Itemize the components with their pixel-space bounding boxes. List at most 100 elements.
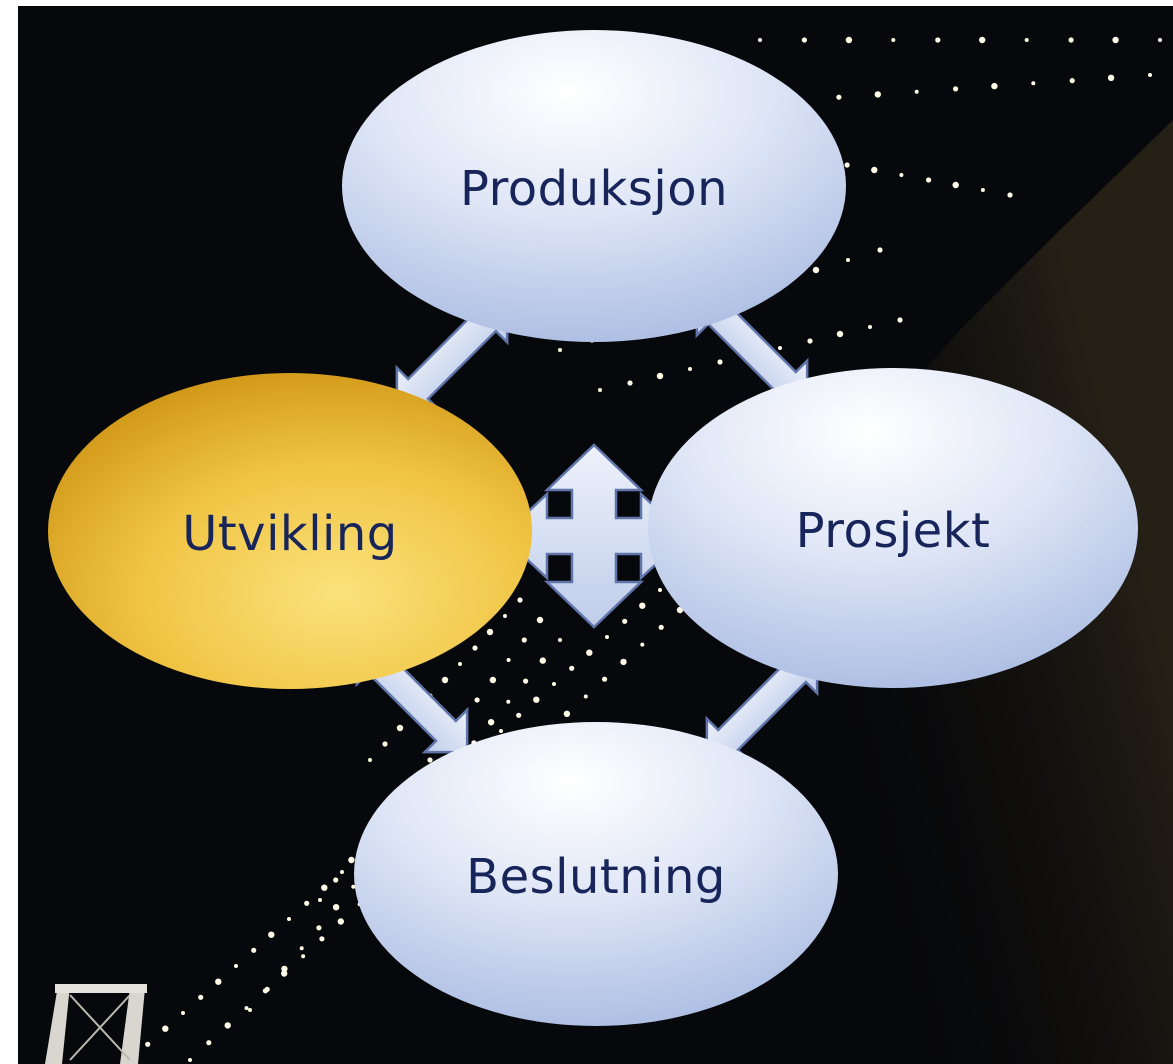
light-bulb: [234, 964, 238, 968]
light-bulb: [658, 588, 662, 592]
light-bulb: [552, 682, 556, 686]
light-bulb: [935, 37, 941, 43]
node-produksjon-shape: [342, 30, 846, 342]
light-bulb: [801, 37, 808, 43]
light-bulb: [845, 36, 853, 44]
light-bulb: [891, 38, 896, 42]
node-utvikling-label: Utvikling: [182, 506, 398, 562]
light-bulb: [583, 694, 588, 699]
light-bulb: [897, 317, 903, 323]
light-bulb: [506, 658, 511, 662]
light-bulb: [586, 649, 593, 656]
light-bulb: [521, 637, 527, 643]
node-beslutning: Beslutning: [354, 722, 838, 1026]
light-bulb: [558, 638, 562, 642]
light-bulb: [321, 884, 328, 891]
light-bulb: [533, 696, 540, 703]
light-bulb: [952, 181, 959, 189]
light-bulb: [472, 645, 478, 651]
light-bulb: [516, 712, 522, 718]
light-bulb: [281, 965, 288, 973]
light-bulb: [427, 757, 433, 763]
light-bulb: [188, 1058, 192, 1062]
light-bulb: [1068, 37, 1074, 43]
node-beslutning-label: Beslutning: [466, 849, 726, 905]
light-bulb: [215, 978, 222, 985]
node-produksjon: Produksjon: [342, 30, 846, 342]
light-bulb: [503, 614, 507, 618]
light-bulb: [348, 856, 355, 864]
light-bulb: [332, 904, 340, 911]
light-bulb: [639, 602, 646, 609]
light-bulb: [874, 91, 881, 98]
light-bulb: [871, 166, 878, 174]
light-bulb: [206, 1040, 212, 1046]
light-bulb: [758, 38, 762, 42]
light-bulb: [304, 900, 310, 906]
light-bulb: [622, 618, 628, 624]
light-bulb: [656, 372, 664, 380]
light-bulb: [1112, 36, 1119, 44]
light-bulb: [807, 338, 813, 344]
node-beslutning-shape: [354, 722, 838, 1026]
light-bulb: [181, 1011, 185, 1015]
light-bulb: [563, 710, 571, 717]
light-bulb: [499, 729, 503, 733]
light-bulb: [351, 884, 356, 889]
light-bulb: [248, 1008, 252, 1012]
node-utvikling: Utvikling: [48, 373, 532, 689]
light-bulb: [602, 676, 608, 682]
bridge-tower: [45, 984, 147, 1064]
light-bulb: [640, 642, 645, 647]
light-bulb: [396, 724, 404, 732]
light-bulb: [836, 330, 844, 338]
light-bulb: [1158, 38, 1162, 42]
light-bulb: [251, 947, 257, 953]
light-bulb: [333, 877, 339, 883]
light-bulb: [1107, 74, 1115, 82]
light-bulb: [264, 986, 270, 993]
light-bulb: [145, 1041, 151, 1047]
light-bulb: [244, 1006, 249, 1011]
light-bulb: [1007, 192, 1013, 198]
light-bulb: [517, 597, 523, 603]
node-produksjon-label: Produksjon: [460, 161, 728, 217]
light-bulb: [877, 247, 883, 253]
light-bulb: [268, 931, 275, 938]
light-bulb: [299, 946, 304, 951]
light-bulb: [1031, 81, 1036, 86]
light-bulb: [487, 719, 495, 726]
light-bulb: [926, 177, 932, 183]
light-bulb: [899, 173, 904, 177]
light-bulb: [489, 676, 497, 684]
light-bulb: [474, 697, 480, 703]
light-bulb: [605, 635, 609, 639]
light-bulb: [340, 870, 344, 874]
light-bulb: [316, 925, 322, 931]
arrow-cross-center: [500, 443, 688, 629]
light-bulb: [368, 758, 372, 762]
light-bulb: [914, 89, 919, 94]
page-margin-left: [0, 0, 18, 1064]
light-bulb: [778, 346, 782, 350]
light-bulb: [536, 616, 544, 624]
light-bulb: [486, 628, 494, 636]
light-bulb: [991, 82, 998, 90]
light-bulb: [458, 662, 462, 666]
light-bulb: [836, 94, 842, 100]
light-bulb: [281, 970, 288, 977]
light-bulb: [658, 624, 664, 630]
light-bulb: [846, 258, 850, 262]
light-bulb: [953, 86, 959, 92]
light-bulb: [627, 380, 633, 386]
light-bulb: [337, 918, 344, 925]
light-bulb: [620, 658, 627, 666]
light-bulb: [980, 188, 985, 192]
node-prosjekt: Prosjekt: [648, 368, 1138, 688]
light-bulb: [301, 954, 306, 959]
light-bulb: [688, 367, 692, 371]
light-bulb: [224, 1022, 231, 1029]
light-bulb: [523, 678, 529, 684]
light-bulb: [539, 657, 546, 664]
